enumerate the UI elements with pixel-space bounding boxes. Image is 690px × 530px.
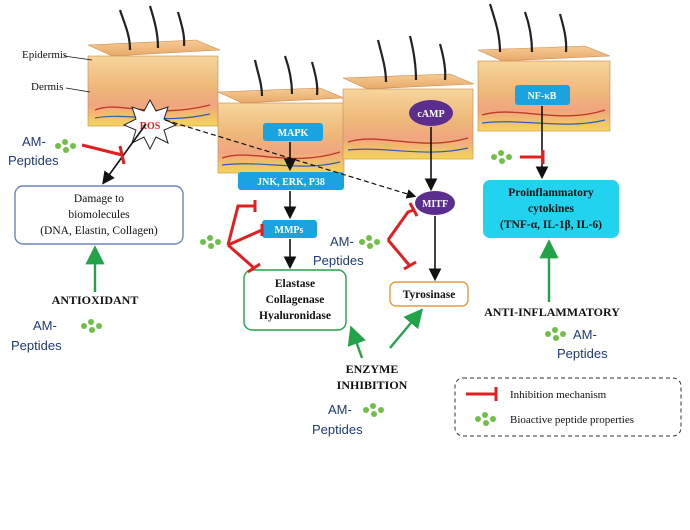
legend-box <box>454 377 682 437</box>
camp-label: cAMP <box>417 109 444 120</box>
proinflammatory-line-1: Proinflammatory <box>508 187 594 199</box>
elastase-line-2: Collagenase <box>266 294 325 306</box>
inhibit-mitf <box>386 202 419 271</box>
peptide-label-enzyme-2: Peptides <box>312 422 363 437</box>
peptide-label-mitf-1: AM- <box>330 234 354 249</box>
camp-node <box>409 100 453 126</box>
mitf-node <box>415 191 455 215</box>
anti-inflammatory-label: ANTI-INFLAMMATORY <box>484 305 620 319</box>
inhibit-nfkb <box>520 150 545 164</box>
peptide-icon-ros <box>55 139 76 153</box>
peptide-icon-enzyme-inhibition <box>363 403 384 417</box>
dermis-label: Dermis <box>31 81 63 93</box>
damage-line-3: (DNA, Elastin, Collagen) <box>40 225 158 237</box>
dermis-pointer <box>65 87 91 93</box>
arrow-enzyme-to-elastase <box>347 325 366 359</box>
arrow-enzyme-to-tyrosinase <box>389 308 424 349</box>
peptide-label-mitf-2: Peptides <box>313 253 364 268</box>
skin-block-3 <box>342 35 475 160</box>
jnk-node <box>238 172 344 190</box>
enzyme-inhibition-label-2: INHIBITION <box>337 378 408 392</box>
peptide-label-ros-2: Peptides <box>8 153 59 168</box>
peptide-label-antioxidant-1: AM- <box>33 318 57 333</box>
proinflammatory-line-2: cytokines <box>528 203 575 215</box>
elastase-line-3: Hyaluronidase <box>259 310 331 322</box>
legend-inhibition-icon <box>466 387 498 401</box>
mmps-label: MMPs <box>275 225 304 236</box>
legend-bioactive-label: Bioactive peptide properties <box>510 414 634 426</box>
inhibit-ros <box>81 143 126 165</box>
mitf-label: MITF <box>422 199 448 210</box>
elastase-line-1: Elastase <box>275 278 315 290</box>
nfkb-node <box>515 85 570 105</box>
peptide-icon-anti-inflammatory <box>545 327 566 341</box>
peptide-icon-nfkb <box>491 150 512 164</box>
mmps-node <box>262 220 317 238</box>
peptide-icon-antioxidant <box>81 319 102 333</box>
damage-box <box>14 185 184 245</box>
peptide-icon-enzymes <box>200 235 221 249</box>
arrow-ros-to-damage <box>102 123 147 185</box>
mapk-node <box>263 123 323 141</box>
skin-block-4 <box>477 3 611 132</box>
damage-line-1: Damage to <box>74 193 124 205</box>
peptide-label-anti-inflammatory-1: AM- <box>573 327 597 342</box>
legend-inhibition-label: Inhibition mechanism <box>510 389 607 401</box>
peptide-label-anti-inflammatory-2: Peptides <box>557 346 608 361</box>
tyrosinase-label: Tyrosinase <box>403 289 456 301</box>
peptide-label-antioxidant-2: Peptides <box>11 338 62 353</box>
elastase-box <box>243 269 347 331</box>
tyrosinase-box <box>389 281 469 307</box>
antioxidant-label: ANTIOXIDANT <box>52 293 139 307</box>
peptide-icon-mitf <box>359 235 380 249</box>
nfkb-label: NF-κB <box>528 91 557 102</box>
jnk-label: JNK, ERK, P38 <box>257 177 325 188</box>
peptide-label-ros-1: AM- <box>22 134 46 149</box>
ros-label: ROS <box>140 121 161 132</box>
peptide-label-enzyme-1: AM- <box>328 402 352 417</box>
mapk-label: MAPK <box>278 128 309 139</box>
epidermis-pointer <box>63 55 93 61</box>
enzyme-inhibition-label-1: ENZYME <box>346 362 399 376</box>
ros-node: ROS <box>122 98 178 151</box>
proinflammatory-line-3: (TNF-α, IL-1β, IL-6) <box>500 219 602 231</box>
inhibit-enzymes <box>226 200 264 274</box>
damage-line-2: biomolecules <box>68 209 130 221</box>
proinflammatory-box <box>483 180 619 238</box>
legend-peptide-icon <box>475 412 496 426</box>
epidermis-label: Epidermis <box>22 49 67 61</box>
